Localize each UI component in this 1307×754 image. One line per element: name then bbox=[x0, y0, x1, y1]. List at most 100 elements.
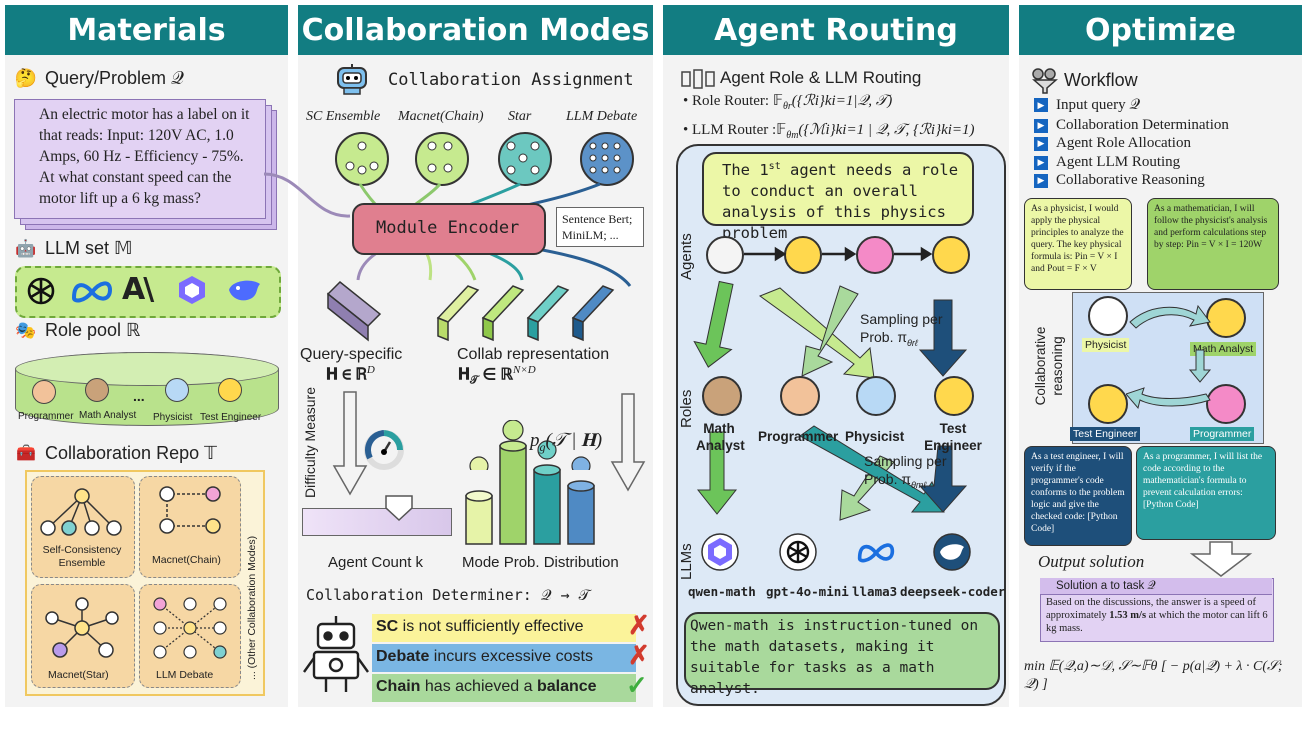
collab-repr-label: Collab representation bbox=[457, 346, 610, 363]
sampling-2-label: Sampling per Prob. πθmℓ bbox=[864, 452, 974, 494]
role-router-text: Role Router: 𝔽 bbox=[692, 93, 783, 109]
verdict-debate-row bbox=[372, 644, 636, 672]
workflow-title: Workflow bbox=[1064, 70, 1138, 90]
difficulty-label: Difficulty Measure bbox=[302, 386, 318, 498]
module-encoder-label: Module Encoder bbox=[376, 218, 520, 238]
gauge-icon bbox=[364, 430, 404, 470]
workflow-item-4: ▶Agent LLM Routing bbox=[1034, 154, 1180, 171]
router-icon bbox=[681, 69, 715, 89]
bubble-bottom bbox=[684, 612, 1000, 690]
meta-logo-icon bbox=[71, 281, 113, 303]
solution-title: Solution a to task 𝒬 bbox=[1056, 580, 1156, 592]
role-name-physicist: Physicist bbox=[153, 412, 193, 423]
workflow-item-2-label: Collaboration Determination bbox=[1056, 117, 1229, 133]
repo-cell-chain bbox=[139, 476, 241, 578]
verdict-sc-text: is not sufficiently effective bbox=[398, 618, 584, 635]
collab-H-sup: N×D bbox=[513, 364, 536, 376]
agent-physicist-label: Physicist bbox=[1082, 338, 1130, 352]
llm-router-sub: θm bbox=[786, 130, 799, 141]
qwen-logo-icon bbox=[179, 276, 205, 304]
role-avatar-math bbox=[85, 378, 109, 402]
sampling-1-label: Sampling per Prob. πθrℓ bbox=[860, 310, 970, 352]
physicist-agent-icon bbox=[1088, 296, 1128, 336]
determiner-robot-icon bbox=[303, 616, 369, 692]
workflow-item-3: ▶Agent Role Allocation bbox=[1034, 135, 1191, 152]
llm-deepseek-label: deepseek-coder bbox=[900, 584, 1006, 599]
collab-panel: Collaboration Modes bbox=[298, 5, 653, 707]
programmer-bubble: As a programmer, I will list the code ac… bbox=[1136, 446, 1276, 540]
anthropic-logo-icon: A\ bbox=[122, 272, 154, 307]
sampling-1-text: Sampling per Prob. π bbox=[860, 311, 943, 345]
role-pool-cylinder-top bbox=[15, 352, 279, 386]
agent-count-marker bbox=[385, 495, 413, 522]
workflow-item-5: ▶Collaborative Reasoning bbox=[1034, 172, 1205, 189]
collab-H-label: 𝐇𝒯 ∈ ℝN×D bbox=[458, 364, 536, 388]
llm-qwen-label: qwen-math bbox=[688, 584, 756, 599]
bubble-top-b: agent needs a role to conduct an overall… bbox=[722, 161, 959, 243]
solution-title-bar bbox=[1040, 578, 1272, 595]
agent-programmer-label: Programmer bbox=[1190, 427, 1255, 441]
role-router-rest: ({ℛi}ki=1|𝒬, 𝒯) bbox=[791, 93, 893, 109]
sampling-1-sub: θrℓ bbox=[907, 337, 918, 348]
robot-icon bbox=[337, 64, 367, 95]
role-pool-label: Role pool ℝ bbox=[45, 320, 141, 340]
role-math-label: Math Analyst bbox=[696, 421, 745, 453]
qwen-llm-icon bbox=[701, 533, 739, 571]
repo-star-label: Macnet(Star) bbox=[48, 669, 109, 681]
repo-chain-label: Macnet(Chain) bbox=[152, 554, 221, 566]
role-test-icon bbox=[934, 376, 974, 416]
test-agent-icon bbox=[1088, 384, 1128, 424]
query-H-text: 𝐇 ∈ ℝ bbox=[326, 366, 367, 384]
workflow-item-1-label: Input query 𝒬 bbox=[1056, 97, 1141, 113]
routing-header: Agent Routing bbox=[663, 5, 1009, 55]
robot-face-icon: 🤖 bbox=[15, 239, 37, 258]
role-avatar-test bbox=[218, 378, 242, 402]
llama-llm-icon bbox=[857, 543, 895, 563]
routing-arrows bbox=[693, 280, 968, 521]
workflow-item-2: ▶Collaboration Determination bbox=[1034, 117, 1229, 134]
optimize-header: Optimize bbox=[1019, 5, 1302, 55]
openai-logo-icon bbox=[27, 277, 55, 305]
role-name-test: Test Engineer bbox=[200, 412, 262, 423]
output-label: Output solution bbox=[1038, 552, 1145, 571]
programmer-agent-icon bbox=[1206, 384, 1246, 424]
llm-router-label: • LLM Router :𝔽θm({ℳi}ki=1 | 𝒬, 𝒯, {ℛi}k… bbox=[683, 122, 975, 141]
repo-other-label: ... (Other Collaboration Modes) bbox=[246, 535, 258, 680]
play-icon: ▶ bbox=[1034, 173, 1048, 188]
verdict-debate-mark: ✗ bbox=[628, 640, 650, 670]
pg-sub: g bbox=[539, 439, 546, 454]
pg-formula: pg(𝒯 | 𝐇) bbox=[530, 430, 602, 455]
query-H-label: 𝐇 ∈ ℝD bbox=[326, 364, 375, 384]
verdict-debate: Debate incurs excessive costs bbox=[376, 648, 593, 666]
role-name-ellipsis: ... bbox=[133, 388, 145, 404]
verdict-chain: Chain has achieved a balance bbox=[376, 678, 597, 696]
agent-test-label: Test Engineer bbox=[1070, 427, 1141, 441]
bubble-top-text: The 1st agent needs a role to conduct an… bbox=[722, 156, 966, 244]
bubble-top-a: The 1 bbox=[722, 161, 769, 180]
axis-agents: Agents bbox=[678, 233, 695, 280]
bubble-bottom-text: Qwen-math is instruction-tuned on the ma… bbox=[690, 618, 979, 697]
agent-math-label: Math Analyst bbox=[1190, 342, 1257, 356]
mode-chain-icon bbox=[415, 132, 469, 186]
solution-text-b: at which the motor can lift 6 kg mass. bbox=[1046, 610, 1268, 634]
role-math-icon bbox=[702, 376, 742, 416]
gpt-llm-icon bbox=[779, 533, 817, 571]
toolbox-icon: 🧰 bbox=[16, 445, 36, 462]
mode-prob-tokens bbox=[469, 420, 591, 470]
query-H-sup: D bbox=[366, 364, 375, 376]
deepseek-llm-icon bbox=[933, 533, 971, 571]
query-specific-label: Query-specific bbox=[300, 346, 403, 363]
assignment-title: Collaboration Assignment bbox=[388, 70, 634, 90]
collab-header: Collaboration Modes bbox=[298, 5, 653, 55]
bubble-top bbox=[702, 152, 974, 226]
encoder-note: Sentence Bert; MiniLM; ... bbox=[556, 207, 644, 247]
llm-set-label: LLM set 𝕄 bbox=[45, 238, 133, 258]
agent-4-icon bbox=[932, 236, 970, 274]
collab-H-rest: ∈ ℝ bbox=[478, 366, 514, 384]
mode-debate-label: LLM Debate bbox=[566, 109, 638, 124]
reasoning-arrows bbox=[1126, 304, 1212, 410]
mode-prob-bars bbox=[465, 440, 595, 545]
embedding-blocks bbox=[326, 280, 615, 342]
mode-sc-icon bbox=[335, 132, 389, 186]
workflow-item-4-label: Agent LLM Routing bbox=[1056, 154, 1181, 170]
